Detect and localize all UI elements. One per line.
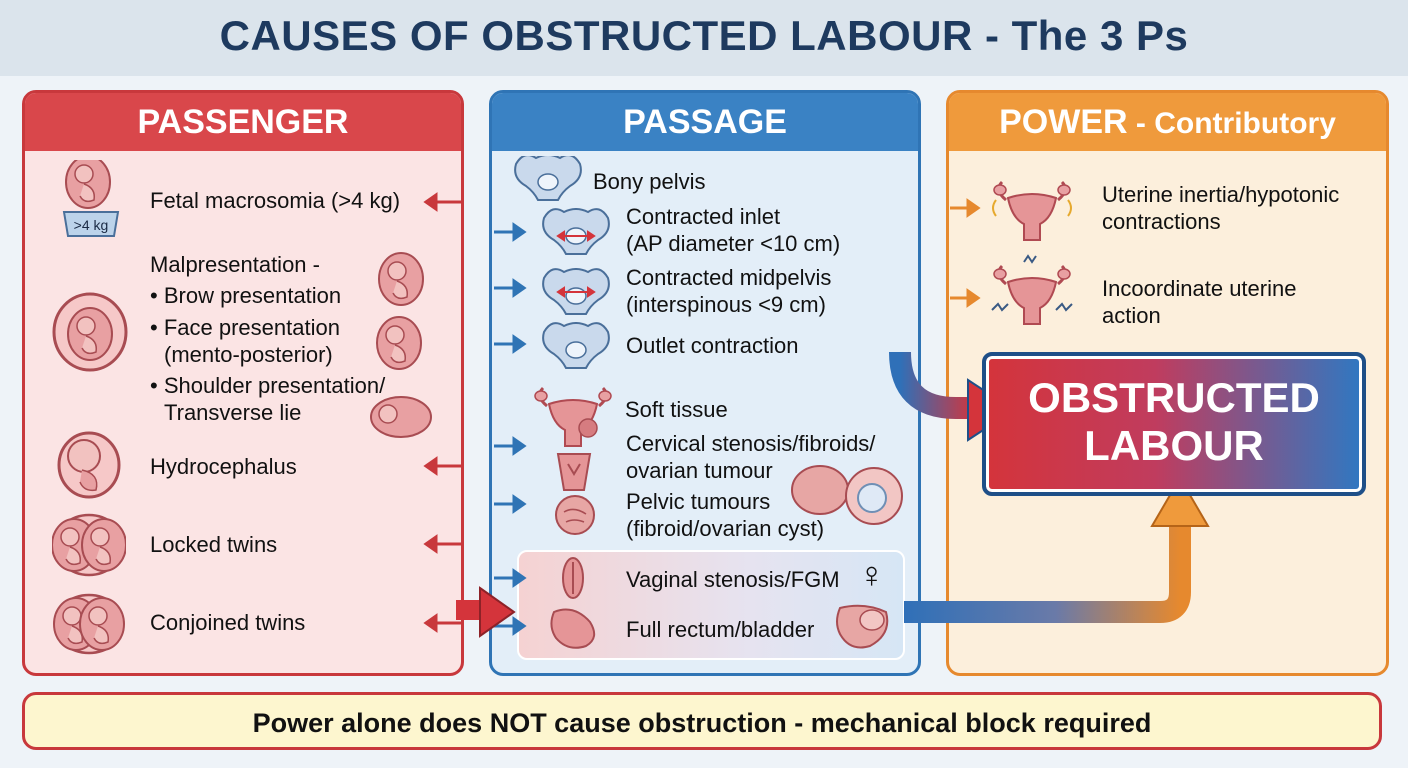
rectum-text: Full rectum/bladder [626, 617, 815, 642]
inlet-text: Contracted inlet [626, 204, 781, 229]
macrosomia-text: Fetal macrosomia (>4 kg) [150, 188, 401, 213]
footer-note: Power alone does NOT cause obstruction -… [252, 708, 1152, 738]
scale-label: >4 kg [74, 217, 109, 233]
cervical-text: Cervical stenosis/fibroids/ [626, 431, 876, 456]
power-arrows [950, 198, 981, 308]
midpelvis-text: Contracted midpelvis [626, 265, 832, 290]
inlet-sub-text: (AP diameter <10 cm) [626, 231, 841, 256]
outlet-text: Outlet contraction [626, 333, 799, 358]
bladder-icon [836, 604, 889, 649]
shoulder-text: Shoulder presentation/ [150, 372, 385, 399]
midpelvis-icon [542, 268, 610, 315]
vaginal-text: Vaginal stenosis/FGM [626, 567, 840, 592]
soft-tissue-text: Soft tissue [625, 397, 728, 422]
scale-baby-icon: >4 kg [62, 160, 120, 237]
power-header-sub: Contributory [1154, 107, 1336, 140]
hydrocephalus-icon [57, 431, 121, 499]
female-symbol: ♀ [858, 554, 885, 595]
face-sub-text: (mento-posterior) [164, 342, 333, 367]
incoordinate-sub-text: action [1102, 303, 1161, 328]
shoulder-sub-text: Transverse lie [164, 400, 302, 425]
obstructed-labour-box: OBSTRUCTED LABOUR [982, 352, 1366, 496]
cervical-sub-text: ovarian tumour [626, 458, 773, 483]
pelvic-tumours-sub-text: (fibroid/ovarian cyst) [626, 516, 825, 541]
passage-header: PASSAGE [492, 93, 918, 151]
bony-pelvis-text: Bony pelvis [593, 169, 706, 194]
ovarian-cyst-icon [791, 465, 903, 525]
womb-fetus-icon [52, 292, 128, 372]
incoordinate-icon [991, 254, 1073, 326]
power-header-main: POWER [999, 103, 1128, 141]
soft-tissue-uterus-icon [533, 386, 613, 448]
pelvic-tumours-text: Pelvic tumours [626, 489, 771, 514]
hydrocephalus-text: Hydrocephalus [150, 454, 297, 479]
obstructed-line2: LABOUR [1084, 422, 1264, 469]
vaginal-icon [562, 557, 584, 599]
face-text: Face presentation [150, 314, 340, 341]
inertia-sub-text: contractions [1102, 209, 1221, 234]
page-title: CAUSES OF OBSTRUCTED LABOUR - The 3 Ps [219, 12, 1189, 59]
obstructed-labour-text: OBSTRUCTED LABOUR [986, 374, 1362, 470]
malpresentation-text: Malpresentation - [150, 252, 320, 277]
incoordinate-text: Incoordinate uterine [1102, 276, 1297, 301]
power-header-sep: - [1127, 107, 1155, 140]
uterine-inertia-icon [992, 180, 1072, 242]
conjoined-twins-icon [53, 593, 125, 655]
midpelvis-sub-text: (interspinous <9 cm) [626, 292, 826, 317]
footer-note-box: Power alone does NOT cause obstruction -… [22, 692, 1382, 750]
transverse-fetus-icon [370, 396, 432, 438]
fibroid-icon [555, 495, 595, 535]
inlet-pelvis-icon [542, 208, 610, 255]
power-header: POWER - Contributory [949, 93, 1386, 151]
conjoined-twins-text: Conjoined twins [150, 610, 306, 635]
locked-twins-text: Locked twins [150, 532, 278, 557]
passenger-arrows [423, 192, 464, 633]
obstructed-line1: OBSTRUCTED [1028, 374, 1320, 421]
passenger-header: PASSENGER [25, 93, 461, 151]
rectum-icon [550, 608, 596, 649]
title-bar [0, 0, 1408, 76]
locked-twins-icon [52, 513, 126, 577]
passage-arrows [494, 222, 527, 636]
inertia-text: Uterine inertia/hypotonic [1102, 182, 1340, 207]
cervix-icon [556, 453, 592, 491]
brow-text: Brow presentation [150, 282, 341, 309]
